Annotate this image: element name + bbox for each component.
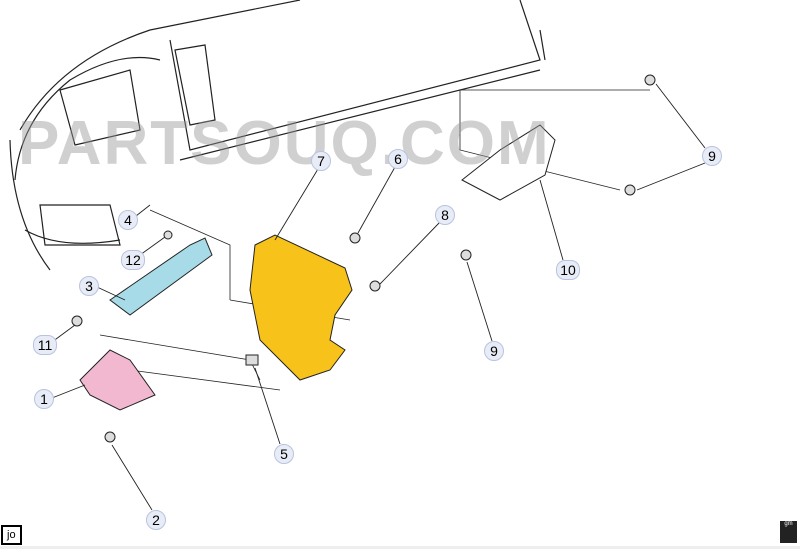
gm-logo-icon: gm: [780, 521, 797, 543]
callout-9-upper: 9: [702, 146, 722, 166]
watermark: PARTSOUQ.COM: [18, 109, 551, 178]
vehicle-front-outline: [9, 0, 546, 271]
callout-12: 12: [121, 250, 145, 270]
bottom-bar: [0, 546, 800, 549]
callout-leaders: [51, 83, 706, 511]
air-duct-part-3: [109, 237, 213, 316]
callout-8: 8: [435, 205, 455, 225]
callout-7: 7: [311, 151, 331, 171]
bracket-part-1: [79, 349, 156, 411]
air-deflector-part-7: [249, 234, 353, 381]
duct-part-10: [461, 124, 556, 201]
callout-6: 6: [388, 149, 408, 169]
callout-9-lower: 9: [484, 341, 504, 361]
corner-tag: jo: [1, 525, 22, 545]
callout-4: 4: [118, 210, 138, 230]
callout-10: 10: [556, 260, 580, 280]
callout-5: 5: [274, 444, 294, 464]
callout-3: 3: [79, 276, 99, 296]
callout-2: 2: [146, 510, 166, 530]
callout-11: 11: [33, 335, 57, 355]
fastener-icons: [71, 74, 656, 443]
callout-1: 1: [34, 389, 54, 409]
